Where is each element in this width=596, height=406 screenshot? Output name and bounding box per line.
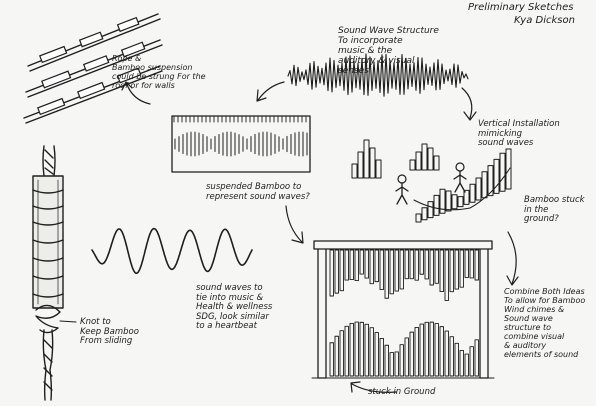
suspended-bamboo-panel [171,115,311,173]
arrow-to-combine-note [506,231,519,286]
arrow-to-suspended-bamboo [256,81,285,102]
sketch-title: Preliminary Sketches [468,2,574,13]
note-suspended-bamboo: suspended Bamboo to represent sound wave… [206,182,310,202]
knot-pointer [59,320,77,323]
note-vertical-installation: Vertical Installation mimicking sound wa… [478,119,560,149]
arrow-to-combined-structure [285,205,304,244]
arrow-to-vertical-installation [461,87,477,121]
sound-waveform [287,53,469,97]
author-name: Kya Dickson [514,15,575,26]
vertical-installation [351,139,512,223]
note-knot: Knot to Keep Bamboo From sliding [80,317,139,347]
arrow-stuck-in-ground [350,381,397,393]
arrow-to-rope [121,81,151,105]
combined-structure [311,240,495,379]
note-bamboo-stuck: Bamboo stuck in the ground? [524,195,585,225]
bamboo-segments [37,16,146,116]
note-sound-wave-structure: Sound Wave Structure To incorporate musi… [338,26,439,77]
note-rope-bamboo: Rope & Bamboo suspension could be strung… [112,54,206,90]
bamboo-pole-with-knot [32,145,64,401]
note-stuck-in-ground: stuck in Ground [368,387,436,397]
heartbeat-sine-wave [91,227,253,274]
note-combine: Combine Both Ideas To allow for Bamboo W… [504,287,586,359]
note-sound-waves-music: sound waves to tie into music & Health &… [196,283,273,332]
